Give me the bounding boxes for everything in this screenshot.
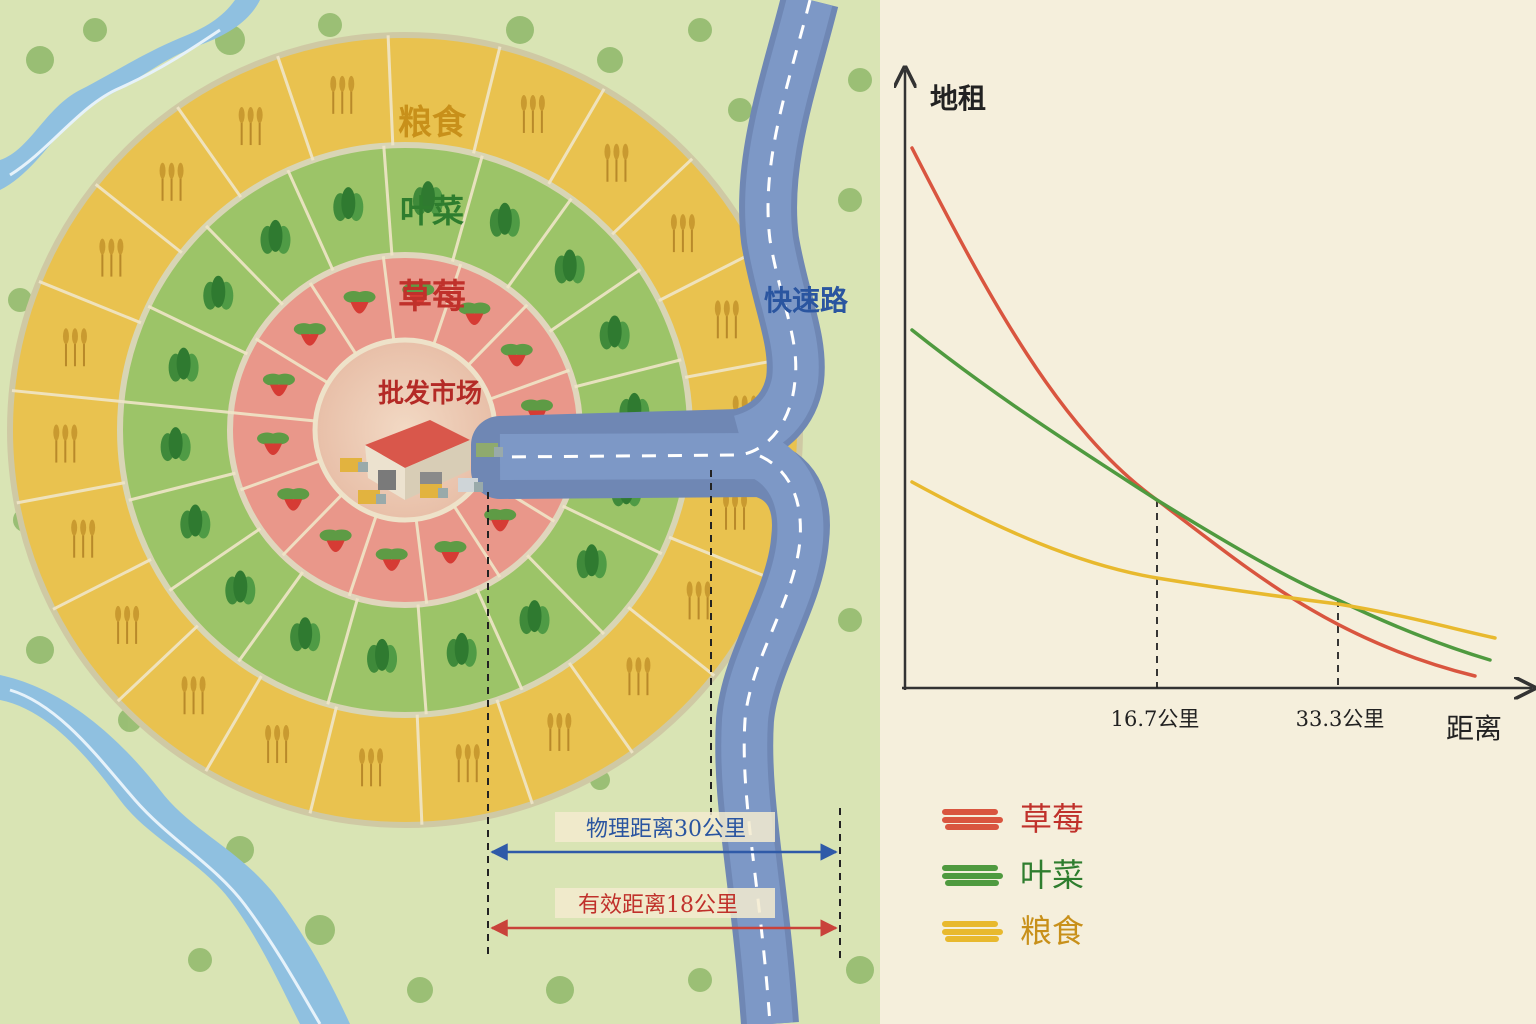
strawberry-icon: [293, 323, 326, 346]
strawberry-icon: [343, 291, 376, 314]
leafy-vegetable-icon: [412, 181, 443, 216]
legend-swatch-grain: [942, 921, 1003, 942]
leafy-vegetable-icon: [599, 315, 630, 350]
grain-stalk-icon: [115, 605, 140, 644]
grain-stalk-icon: [723, 491, 748, 530]
grain-stalk-icon: [520, 94, 545, 133]
grain-stalk-icon: [604, 143, 629, 182]
grain-stalk-icon: [670, 214, 695, 253]
leafy-vegetable-icon: [160, 427, 191, 462]
leafy-vegetable-icon: [519, 600, 550, 635]
rent-curve-chart: 地租 距离 16.7公里 33.3公里 草莓 叶菜 粮食: [902, 70, 1532, 950]
strawberry-icon: [277, 488, 310, 511]
leafy-vegetable-icon: [333, 187, 364, 222]
delivery-trucks: [340, 443, 503, 504]
strawberry-icon: [319, 529, 352, 552]
grain-stalk-icon: [626, 657, 651, 696]
crop-decorations: [53, 75, 757, 787]
leafy-vegetable-icon: [489, 202, 520, 237]
leafy-vegetable-icon: [554, 249, 585, 284]
grain-stalk-icon: [62, 328, 87, 367]
distance-markers: [487, 470, 841, 958]
leafy-vegetable-icon: [180, 504, 211, 539]
x-axis-label: 距离: [1446, 712, 1502, 745]
market-label: 批发市场: [378, 378, 482, 409]
grain-stalk-icon: [71, 519, 96, 558]
grain-stalk-icon: [159, 162, 184, 201]
grain-stalk-icon: [238, 107, 263, 146]
physical-distance-label: 物理距离30公里: [586, 817, 746, 842]
strawberry-icon: [375, 548, 408, 571]
grain-stalk-icon: [455, 744, 480, 783]
grain-stalk-icon: [686, 581, 711, 620]
legend-label-leafy: 叶菜: [1020, 856, 1084, 894]
strawberry-icon: [434, 540, 467, 564]
x-tick-label-1: 16.7公里: [1111, 707, 1200, 731]
strawberry-icon: [257, 432, 290, 456]
strawberry-icon: [458, 302, 491, 326]
river-top-left: [0, 0, 260, 190]
river-bottom-left: [0, 675, 350, 1024]
series-line-leafy: [910, 328, 1492, 662]
leafy-vegetable-icon: [446, 632, 477, 667]
strawberry-icon: [500, 343, 533, 367]
leafy-vegetable-icon: [203, 275, 234, 310]
effective-distance-label: 有效距离18公里: [578, 893, 738, 918]
grain-stalk-icon: [181, 676, 206, 715]
grain-stalk-icon: [265, 725, 290, 764]
leafy-vegetable-icon: [260, 219, 291, 254]
strawberry-zone-label: 草莓: [398, 277, 466, 317]
leafy-vegetable-icon: [225, 570, 256, 605]
legend-swatch-strawberry: [942, 809, 1003, 830]
series-line-grain: [910, 480, 1497, 640]
leafy-vegetable-icon: [367, 638, 398, 673]
chart-legend: 草莓 叶菜 粮食: [942, 800, 1084, 950]
leafy-vegetable-icon: [168, 347, 199, 382]
x-tick-label-2: 33.3公里: [1296, 707, 1385, 731]
grain-stalk-icon: [53, 424, 78, 463]
leafy-vegetable-icon: [290, 617, 321, 652]
legend-label-grain: 粮食: [1020, 912, 1084, 950]
strawberry-icon: [484, 508, 517, 532]
leafy-vegetable-icon: [576, 544, 607, 579]
leafy-zone-label: 叶菜: [400, 192, 464, 230]
legend-swatch-leafy: [942, 865, 1003, 886]
strawberry-icon: [402, 283, 435, 307]
grain-stalk-icon: [714, 300, 739, 339]
grain-stalk-icon: [99, 238, 124, 277]
strawberry-icon: [262, 373, 295, 397]
road-label: 快速路: [764, 284, 849, 317]
road-center-line: [499, 0, 812, 459]
y-axis-label: 地租: [930, 82, 986, 115]
grain-stalk-icon: [330, 75, 355, 114]
expressway: [471, 0, 839, 1024]
legend-label-strawberry: 草莓: [1020, 800, 1084, 838]
grain-stalk-icon: [547, 712, 572, 751]
grain-stalk-icon: [359, 748, 384, 787]
grain-zone-label: 粮食: [398, 103, 467, 143]
